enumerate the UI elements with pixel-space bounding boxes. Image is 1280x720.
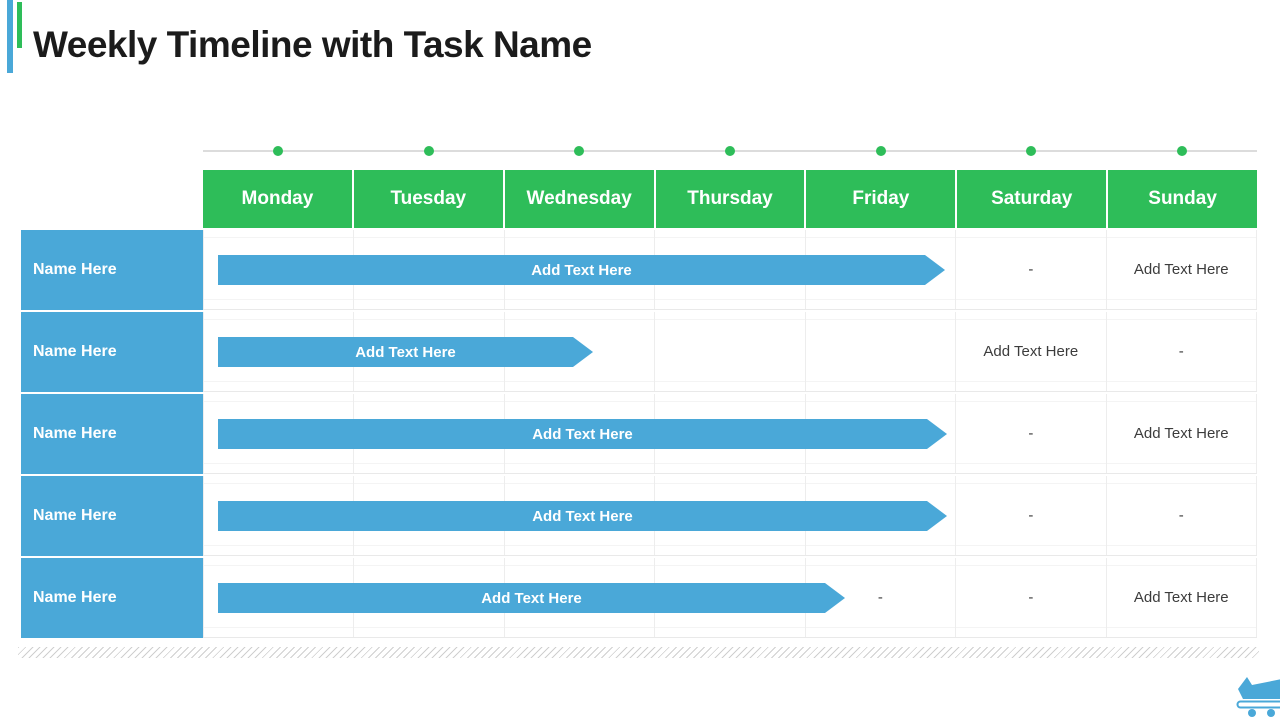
timeline-dot-slot (203, 146, 354, 156)
day-header-saturday[interactable]: Saturday (957, 170, 1107, 228)
day-header-friday[interactable]: Friday (806, 170, 956, 228)
day-cell-thursday (655, 312, 806, 391)
day-cell-saturday[interactable]: - (956, 230, 1107, 309)
task-name-cell[interactable]: Name Here (21, 394, 203, 474)
day-header-thursday[interactable]: Thursday (655, 170, 805, 228)
timeline-row-4: --Add Text Here (203, 476, 1257, 556)
task-bar[interactable]: Add Text Here (218, 583, 845, 613)
day-cell-saturday[interactable]: - (956, 394, 1107, 473)
day-header-tuesday[interactable]: Tuesday (353, 170, 503, 228)
day-cell-sunday[interactable]: - (1107, 476, 1257, 555)
dot-icon (725, 146, 736, 156)
timeline-row-2: Add Text Here-Add Text Here (203, 312, 1257, 392)
shopping-cart-icon (1236, 677, 1280, 717)
task-name-cell[interactable]: Name Here (21, 312, 203, 392)
timeline-row-3: -Add Text Here Add Text Here (203, 394, 1257, 474)
day-cell-sunday[interactable]: Add Text Here (1107, 558, 1257, 637)
timeline-dot-slot (354, 146, 505, 156)
day-cell-sunday[interactable]: Add Text Here (1107, 394, 1257, 473)
day-cell-sunday[interactable]: - (1107, 312, 1257, 391)
timeline-dot-slot (805, 146, 956, 156)
page-title[interactable]: Weekly Timeline with Task Name (33, 24, 592, 65)
timeline-dots-row (203, 146, 1257, 156)
day-cell-saturday[interactable]: Add Text Here (956, 312, 1107, 391)
task-name-cell[interactable]: Name Here (21, 230, 203, 310)
task-bar[interactable]: Add Text Here (218, 337, 593, 367)
task-name-cell[interactable]: Name Here (21, 476, 203, 556)
day-cell-saturday[interactable]: - (956, 476, 1107, 555)
day-cell-friday (806, 476, 957, 555)
day-cell-saturday[interactable]: - (956, 558, 1107, 637)
timeline-dot-slot (655, 146, 806, 156)
day-header-monday[interactable]: Monday (203, 170, 352, 228)
day-cell-friday (806, 230, 957, 309)
timeline-dot-slot (956, 146, 1107, 156)
timeline-dot-slot (1106, 146, 1257, 156)
task-bar[interactable]: Add Text Here (218, 419, 947, 449)
bottom-hatch-divider (18, 647, 1259, 658)
dot-icon (875, 146, 886, 156)
dot-icon (1026, 146, 1037, 156)
day-cell-friday[interactable]: - (806, 558, 957, 637)
timeline-dot-slot (504, 146, 655, 156)
day-cell-wednesday (505, 312, 656, 391)
task-bar[interactable]: Add Text Here (218, 501, 947, 531)
dot-icon (423, 146, 434, 156)
dot-icon (1176, 146, 1187, 156)
day-cell-sunday[interactable]: Add Text Here (1107, 230, 1257, 309)
title-accent-bar-green (17, 2, 22, 48)
task-bar[interactable]: Add Text Here (218, 255, 945, 285)
task-name-cell[interactable]: Name Here (21, 558, 203, 638)
day-header-sunday[interactable]: Sunday (1108, 170, 1258, 228)
day-cell-friday (806, 394, 957, 473)
dot-icon (273, 146, 284, 156)
dot-icon (574, 146, 585, 156)
title-accent-bar-blue (7, 0, 13, 73)
day-cell-friday (806, 312, 957, 391)
timeline-row-1: -Add Text Here Add Text Here (203, 230, 1257, 310)
day-header-wednesday[interactable]: Wednesday (504, 170, 654, 228)
